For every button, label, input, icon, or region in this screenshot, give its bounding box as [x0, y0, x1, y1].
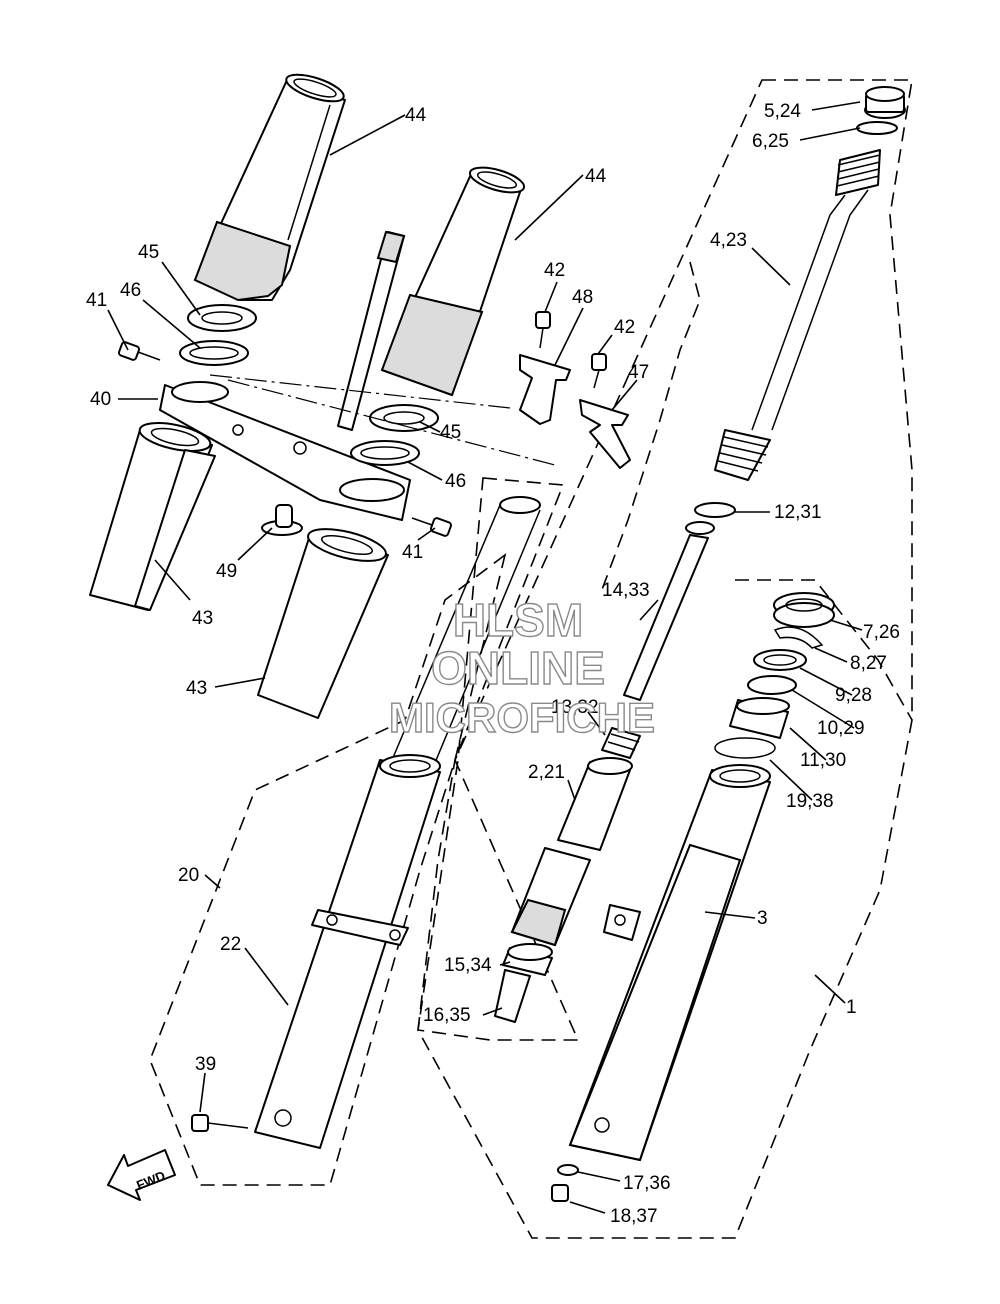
- steering-bracket: [159, 230, 411, 521]
- lower-cover-left: [89, 422, 216, 611]
- callout-45-left: 45: [138, 242, 159, 263]
- spring-upper: [835, 149, 881, 196]
- upper-cover-left: [193, 73, 346, 302]
- bracket-48: [519, 354, 571, 425]
- lower-cover-right: [257, 528, 389, 719]
- callout-49: 49: [216, 561, 237, 582]
- callout-39: 39: [195, 1054, 216, 1075]
- callout-7-26: 7,26: [863, 622, 900, 643]
- callout-44-upper-left: 44: [405, 105, 427, 126]
- callout-4-23: 4,23: [710, 230, 747, 251]
- callout-48: 48: [572, 287, 593, 308]
- callout-16-35: 16,35: [423, 1005, 471, 1026]
- callout-6-25: 6,25: [752, 131, 789, 152]
- bracket-47: [579, 399, 631, 469]
- outer-tube-right: [568, 764, 771, 1162]
- callout-43-left: 43: [192, 608, 213, 629]
- assembly-outline-inner-upper: [599, 261, 701, 596]
- o-ring-19: [714, 737, 776, 759]
- bushing-15: [502, 943, 553, 976]
- spacer-pipe-4: [751, 189, 869, 431]
- outer-tube-left: [254, 754, 441, 1149]
- watermark: HLSM ONLINE MICROFICHE: [388, 593, 655, 741]
- callout-41-left: 41: [86, 290, 107, 311]
- callout-11-30: 11,30: [800, 750, 846, 771]
- leader-lines: [107, 101, 863, 1214]
- damper-seat-2: [557, 757, 633, 851]
- bushing-11: [729, 697, 790, 739]
- callout-45-right: 45: [440, 422, 461, 443]
- washer-17: [557, 1164, 579, 1176]
- bushing-16: [494, 969, 531, 1023]
- o-ring-6: [856, 121, 898, 135]
- callout-8-27: 8,27: [850, 653, 887, 674]
- callout-12-31: 12,31: [774, 502, 822, 523]
- seal-45-right: [369, 404, 439, 432]
- callout-5-24: 5,24: [764, 101, 801, 122]
- callout-20: 20: [178, 865, 199, 886]
- nut-49: [261, 504, 303, 536]
- callout-13-32: 13,32: [551, 697, 599, 718]
- callout-1: 1: [846, 997, 857, 1018]
- callout-2-21: 2,21: [528, 762, 565, 783]
- watermark-line-1: HLSM: [453, 594, 583, 646]
- washer-46-left: [179, 340, 249, 366]
- inner-tube-left: [391, 496, 541, 771]
- callout-9-28: 9,28: [835, 685, 872, 706]
- assembly-outline-left: [149, 553, 507, 1186]
- callout-22: 22: [220, 934, 241, 955]
- callout-42-b: 42: [614, 317, 635, 338]
- bolt-42-b: [591, 353, 607, 389]
- watermark-line-2: ONLINE: [431, 642, 605, 694]
- callout-17-36: 17,36: [623, 1173, 671, 1194]
- callout-3: 3: [757, 908, 768, 929]
- damper-base: [510, 847, 591, 947]
- axle-bolt-39: [191, 1114, 249, 1132]
- callout-41-right: 41: [402, 542, 423, 563]
- callout-19-38: 19,38: [786, 791, 834, 812]
- oil-seal-7: [773, 592, 835, 628]
- fwd-arrow-icon: FWD: [107, 1149, 176, 1201]
- axis-line-a: [209, 374, 511, 409]
- callout-15-34: 15,34: [444, 955, 492, 976]
- callout-14-33: 14,33: [602, 580, 650, 601]
- callout-47: 47: [628, 362, 649, 383]
- fork-cap-bolt: [864, 86, 906, 119]
- ring-12: [694, 502, 736, 518]
- seal-45-left: [187, 304, 257, 332]
- assembly-outline-damper: [417, 477, 580, 1041]
- upper-cover-right: [380, 166, 526, 397]
- callout-43-right: 43: [186, 678, 207, 699]
- bolt-41-right: [411, 517, 453, 537]
- bolt-41-left: [117, 341, 161, 361]
- damper-rod-14: [623, 521, 715, 701]
- callout-labels: 44 44 45 46 41 40 42 48 42 47 45 46 41 4…: [86, 101, 900, 1227]
- callout-42-a: 42: [544, 260, 565, 281]
- clip-8: [773, 626, 824, 649]
- drain-bolt-18: [551, 1184, 569, 1202]
- axis-line-b: [227, 379, 556, 466]
- seal-9: [753, 649, 807, 671]
- callout-46-right: 46: [445, 471, 466, 492]
- watermark-line-3: MICROFICHE: [389, 694, 655, 741]
- assembly-outline-right: [417, 79, 913, 1239]
- callout-10-29: 10,29: [817, 718, 865, 739]
- callout-18-37: 18,37: [610, 1206, 658, 1227]
- rebound-spring-13: [601, 727, 641, 759]
- callout-46-left: 46: [120, 280, 141, 301]
- bolt-42-a: [535, 311, 551, 349]
- callout-44-upper-right: 44: [585, 166, 607, 187]
- callout-40: 40: [90, 389, 111, 410]
- washer-10: [747, 675, 797, 695]
- spring-main: [714, 429, 771, 481]
- washer-46-right: [350, 440, 420, 466]
